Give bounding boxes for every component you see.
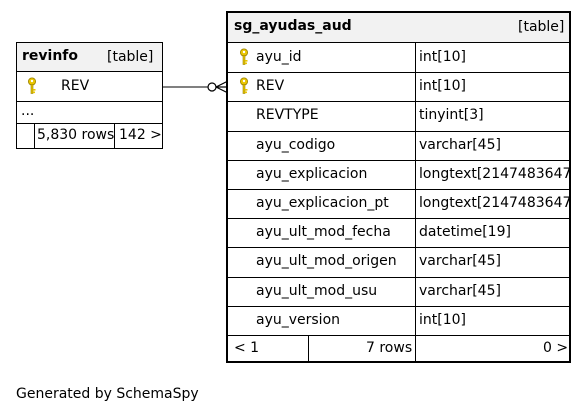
table-sg-ayudas-aud[interactable]: sg_ayudas_aud [table] ayu_id int[10] REV in… [226,11,571,363]
column-type: tinyint[3] [419,107,484,124]
column-type: int[10] [419,78,466,95]
column-type: varchar[45] [419,136,501,153]
column-type: varchar[45] [419,253,501,270]
table-footer: < 1 7 rows 0 > [228,336,569,361]
column-name: ayu_ult_mod_origen [256,253,397,270]
table-kind: [table] [107,49,154,65]
table-title: revinfo [22,48,78,64]
column-row[interactable]: ayu_ult_mod_origen varchar[45] [228,247,569,276]
row-count: 5,830 rows [37,127,115,143]
column-name: ayu_ult_mod_usu [256,282,378,299]
ellipsis: ... [21,103,35,119]
table-revinfo[interactable]: revinfo [table] REV ... 5,830 rows 142 > [16,42,163,149]
column-type: int[10] [419,49,466,65]
column-row[interactable]: ayu_explicacion_pt longtext[2147483647] [228,189,569,218]
column-row[interactable]: ayu_ult_mod_fecha datetime[19] [228,218,569,247]
column-name: REVTYPE [256,107,319,124]
row-count: 7 rows [366,340,413,356]
column-row[interactable]: REV int[10] [228,72,569,101]
column-type: longtext[2147483647] [419,195,569,211]
column-name: ayu_id [256,49,302,65]
column-type: int[10] [419,311,466,328]
primary-key-icon [240,48,248,65]
column-type: datetime[19] [419,224,511,241]
ellipsis-row: ... [17,102,162,122]
table-header: revinfo [table] [17,43,162,72]
children-link[interactable]: 0 > [543,340,569,356]
column-row[interactable]: ayu_codigo varchar[45] [228,131,569,160]
primary-key-icon [240,77,248,94]
column-type: longtext[2147483647] [419,165,569,182]
column-row[interactable]: ayu_id int[10] [228,43,569,72]
column-row[interactable]: ayu_explicacion longtext[2147483647] [228,160,569,189]
column-row[interactable]: ayu_version int[10] [228,306,569,335]
generated-by-text: Generated by SchemaSpy [16,386,199,402]
column-row[interactable]: REVTYPE tinyint[3] [228,101,569,130]
table-footer: 5,830 rows 142 > [17,124,162,148]
table-kind: [table] [518,19,565,35]
parents-link[interactable]: < 1 [234,340,260,356]
children-link[interactable]: 142 > [119,127,162,143]
column-name: ayu_ult_mod_fecha [256,224,391,241]
column-name: REV [61,78,90,94]
column-name: ayu_explicacion [256,165,368,182]
column-name: ayu_version [256,311,341,328]
column-name: ayu_codigo [256,136,336,153]
table-title: sg_ayudas_aud [234,18,352,34]
column-row[interactable]: ayu_ult_mod_usu varchar[45] [228,277,569,306]
column-name: ayu_explicacion_pt [256,195,389,211]
primary-key-icon [28,77,36,94]
column-name: REV [256,78,285,95]
column-type: varchar[45] [419,282,501,299]
table-header: sg_ayudas_aud [table] [228,13,569,43]
column-row[interactable]: REV [17,72,162,101]
